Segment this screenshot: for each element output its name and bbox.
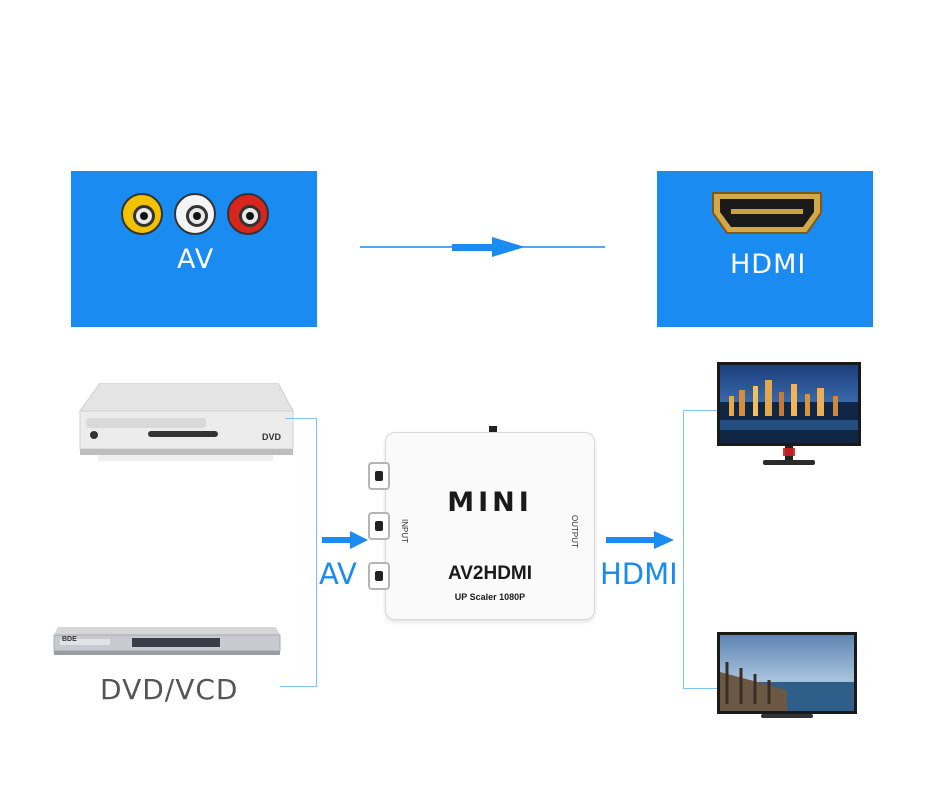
dvd-device-icon: [79, 383, 294, 461]
dvd-logo: DVD: [262, 432, 282, 442]
converter-model: AV2HDMI: [447, 563, 533, 584]
output-label: OUTPUT: [570, 515, 579, 548]
hdmi-connector-label: HDMI: [600, 557, 678, 591]
monitor-icon: [717, 362, 861, 465]
converter-brand: MINI: [447, 487, 533, 518]
hdmi-panel-label: HDMI: [730, 249, 807, 280]
tv-icon: [717, 632, 857, 718]
input-label: INPUT: [400, 519, 409, 543]
converter-subtitle: UP Scaler 1080P: [454, 592, 526, 602]
source-device-label: DVD/VCD: [100, 673, 239, 706]
rca-red-jack-icon: [227, 193, 269, 235]
converter-top-switch: [489, 426, 497, 433]
av-connector-label: AV: [319, 557, 357, 591]
left-arrow-icon: [322, 531, 368, 549]
input-jack-top-icon: [368, 462, 390, 490]
rca-white-jack-icon: [174, 193, 216, 235]
top-arrow-icon: [360, 237, 605, 257]
rca-yellow-jack-icon: [121, 193, 163, 235]
input-jack-middle-icon: [368, 512, 390, 540]
dvd-player-brand: BDE: [62, 636, 77, 643]
hdmi-port-icon: [712, 192, 822, 234]
right-bracket-top: [683, 410, 719, 411]
av-panel-label: AV: [177, 244, 215, 275]
right-arrow-icon: [606, 531, 674, 549]
left-bracket-bottom: [280, 686, 317, 687]
left-bracket-vertical: [316, 418, 317, 686]
right-bracket-vertical: [683, 410, 684, 688]
converter-box: MINI AV2HDMI UP Scaler 1080P INPUT OUTPU…: [385, 432, 595, 620]
right-bracket-bottom: [683, 688, 719, 689]
input-jack-bottom-icon: [368, 562, 390, 590]
left-bracket-top: [285, 418, 317, 419]
av-panel: AV: [71, 171, 317, 327]
dvd-player-icon: [53, 627, 281, 655]
hdmi-panel: HDMI: [657, 171, 873, 327]
